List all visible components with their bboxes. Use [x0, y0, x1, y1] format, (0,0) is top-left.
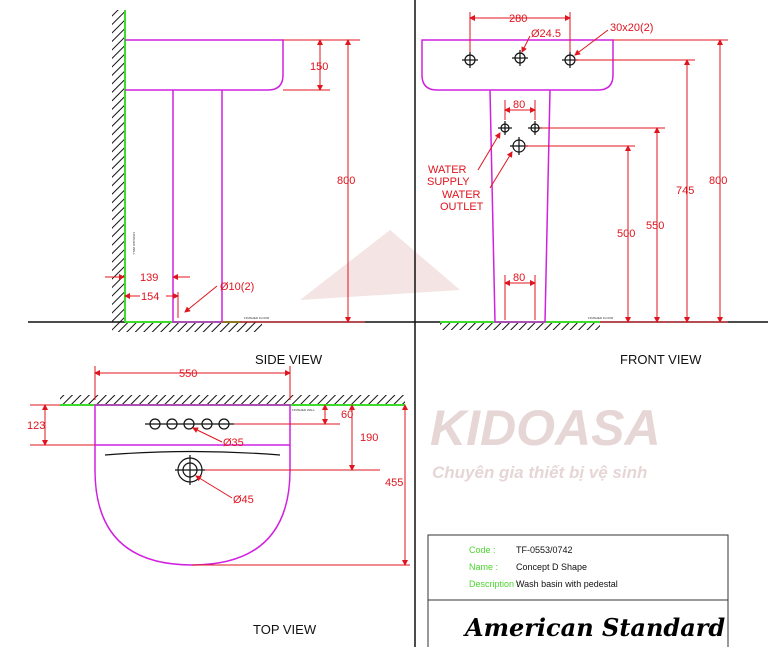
dim-60: 60: [341, 409, 353, 421]
dim-150: 150: [310, 61, 328, 73]
side-view: 150 800 139 154 Ø10(2) FINISHED WALL FIN…: [105, 10, 365, 367]
dim-139: 139: [140, 272, 158, 284]
finished-floor-label: FINISHED FLOOR: [244, 316, 270, 320]
dim-745: 745: [676, 185, 694, 197]
dim-drain-45: Ø45: [233, 494, 254, 506]
front-view-title: FRONT VIEW: [620, 352, 702, 367]
dim-190: 190: [360, 432, 378, 444]
dim-550-top: 550: [179, 368, 197, 380]
water-outlet-label-2: OUTLET: [440, 201, 484, 213]
description-label: Description :: [469, 579, 519, 589]
name-label: Name :: [469, 562, 498, 572]
dim-supply-80: 80: [513, 99, 525, 111]
dim-550: 550: [646, 220, 664, 232]
pedestal-front-outline: [489, 89, 551, 323]
dim-455: 455: [385, 477, 403, 489]
basin-top-outline: [94, 404, 291, 566]
basin-side-outline: [125, 39, 284, 91]
dim-tap-hole: Ø24.5: [531, 28, 561, 40]
pedestal-side-outline: [172, 90, 223, 323]
water-outlet-label-1: WATER: [442, 189, 481, 201]
title-block: Code : TF-0553/0742 Name : Concept D Sha…: [427, 534, 729, 647]
name-value: Concept D Shape: [516, 562, 587, 572]
water-supply-label-1: WATER: [428, 164, 467, 176]
dim-280: 280: [509, 13, 527, 25]
dim-500: 500: [617, 228, 635, 240]
watermark-brand: KIDOASA: [430, 400, 661, 456]
dim-base-80: 80: [513, 272, 525, 284]
water-supply-label-2: SUPPLY: [427, 176, 470, 188]
finished-floor-label: FINISHED FLOOR: [588, 316, 614, 320]
dim-tap-hole-35: Ø35: [223, 437, 244, 449]
wall-hatch: [112, 10, 124, 322]
dim-800: 800: [337, 175, 355, 187]
watermark: KIDOASA Chuyên gia thiết bị vệ sinh: [300, 230, 661, 482]
front-view: 280 Ø24.5 30x20(2) 80 80 WATER SUPPLY WA…: [421, 12, 728, 367]
dim-123: 123: [27, 420, 45, 432]
floor-hatch: [440, 322, 600, 330]
finished-wall-label: FINISHED WALL: [132, 232, 136, 255]
dim-800-front: 800: [709, 175, 727, 187]
dim-154: 154: [141, 291, 159, 303]
top-view: 550 123 60 190 455 Ø35 Ø45 FINISHED WALL…: [27, 366, 410, 637]
watermark-tagline: Chuyên gia thiết bị vệ sinh: [432, 463, 647, 482]
description-value: Wash basin with pedestal: [516, 579, 618, 589]
american-standard-logo: American Standard: [463, 613, 725, 642]
code-value: TF-0553/0742: [516, 545, 573, 555]
top-view-title: TOP VIEW: [253, 622, 317, 637]
basin-front-outline: [421, 39, 614, 91]
wall-hatch: [60, 395, 405, 405]
finished-wall-label: FINISHED WALL: [292, 408, 315, 412]
side-view-title: SIDE VIEW: [255, 352, 323, 367]
dim-bolt: Ø10(2): [220, 281, 254, 293]
code-label: Code :: [469, 545, 496, 555]
floor-hatch: [112, 322, 262, 332]
dim-slot: 30x20(2): [610, 22, 653, 34]
